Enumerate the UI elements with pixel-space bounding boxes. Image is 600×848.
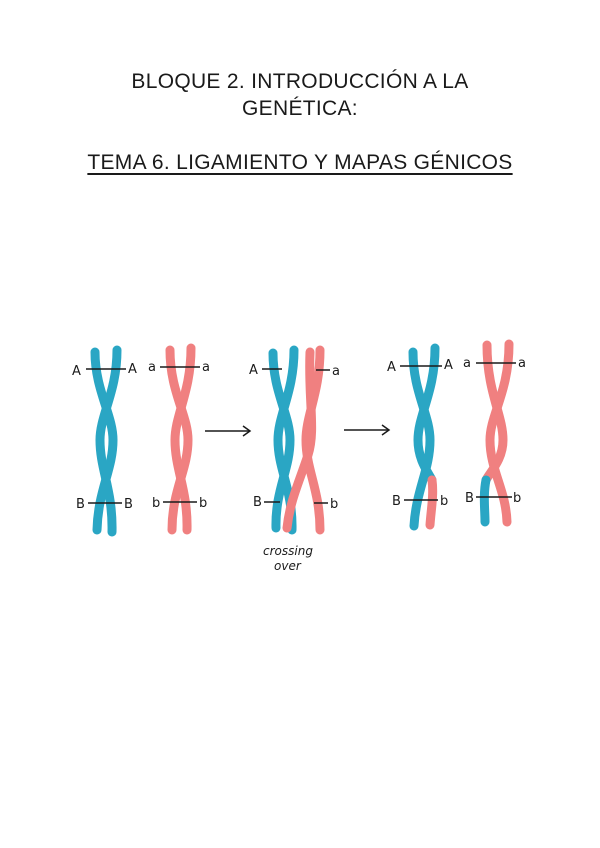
pink-chromatid-2 [170,343,196,535]
label-B-stage3: B [392,494,401,509]
label-A-stage3-left: A [387,360,396,375]
subtitle-wrapper: TEMA 6. LIGAMIENTO Y MAPAS GÉNICOS [0,150,600,176]
stage-3: A A a a B b B b [387,339,526,531]
pink-chromatid-6-lower [425,475,438,530]
blue-chromatid-3 [268,348,295,533]
label-b-stage2: b [330,497,338,512]
label-B-right: B [124,497,133,512]
blue-chromatid-2 [95,345,122,537]
label-a-stage3-left: a [463,356,471,371]
arrow-icon-1 [205,425,252,437]
pink-chromatid-8-upper [481,340,508,485]
page-title-line-2: GENÉTICA: [242,97,358,120]
blue-chromatid-6-upper [413,343,440,485]
page-title-line-1: BLOQUE 2. INTRODUCCIÓN A LA [131,70,469,93]
label-A-stage2: A [249,363,258,378]
caption-over: over [274,559,302,573]
label-a-stage2: a [332,364,340,379]
label-A-right: A [128,362,137,377]
pink-chromatid-4-crossing [282,347,317,533]
label-a-left: a [148,360,156,375]
label-b-right: b [199,496,207,511]
label-B-stage2: B [253,495,262,510]
pink-chromatid-3 [301,345,325,535]
label-B-left: B [76,497,85,512]
label-a-right: a [202,360,210,375]
label-b-stage3-right: b [513,491,521,506]
label-A-left: A [72,364,81,379]
label-b-left: b [152,496,160,511]
arrow-icon-2 [344,424,391,436]
label-a-stage3-right: a [518,356,526,371]
title-block: BLOQUE 2. INTRODUCCIÓN A LA GENÉTICA: [0,68,600,122]
stage-1: A A a a B B b b [72,343,210,537]
pink-chromatid-7 [485,339,514,527]
blue-chromatid-5 [408,347,435,531]
blue-chromatid-8-lower [479,475,491,527]
label-b-stage3: b [440,494,448,509]
pink-chromatid-1 [165,345,193,535]
caption-crossing: crossing [263,544,313,558]
page-subtitle: TEMA 6. LIGAMIENTO Y MAPAS GÉNICOS [87,151,513,174]
stage-2: A a B b crossing over [249,345,340,573]
blue-chromatid-1 [90,347,118,535]
label-B-stage3-right: B [465,491,474,506]
label-A-stage3-right: A [444,358,453,373]
